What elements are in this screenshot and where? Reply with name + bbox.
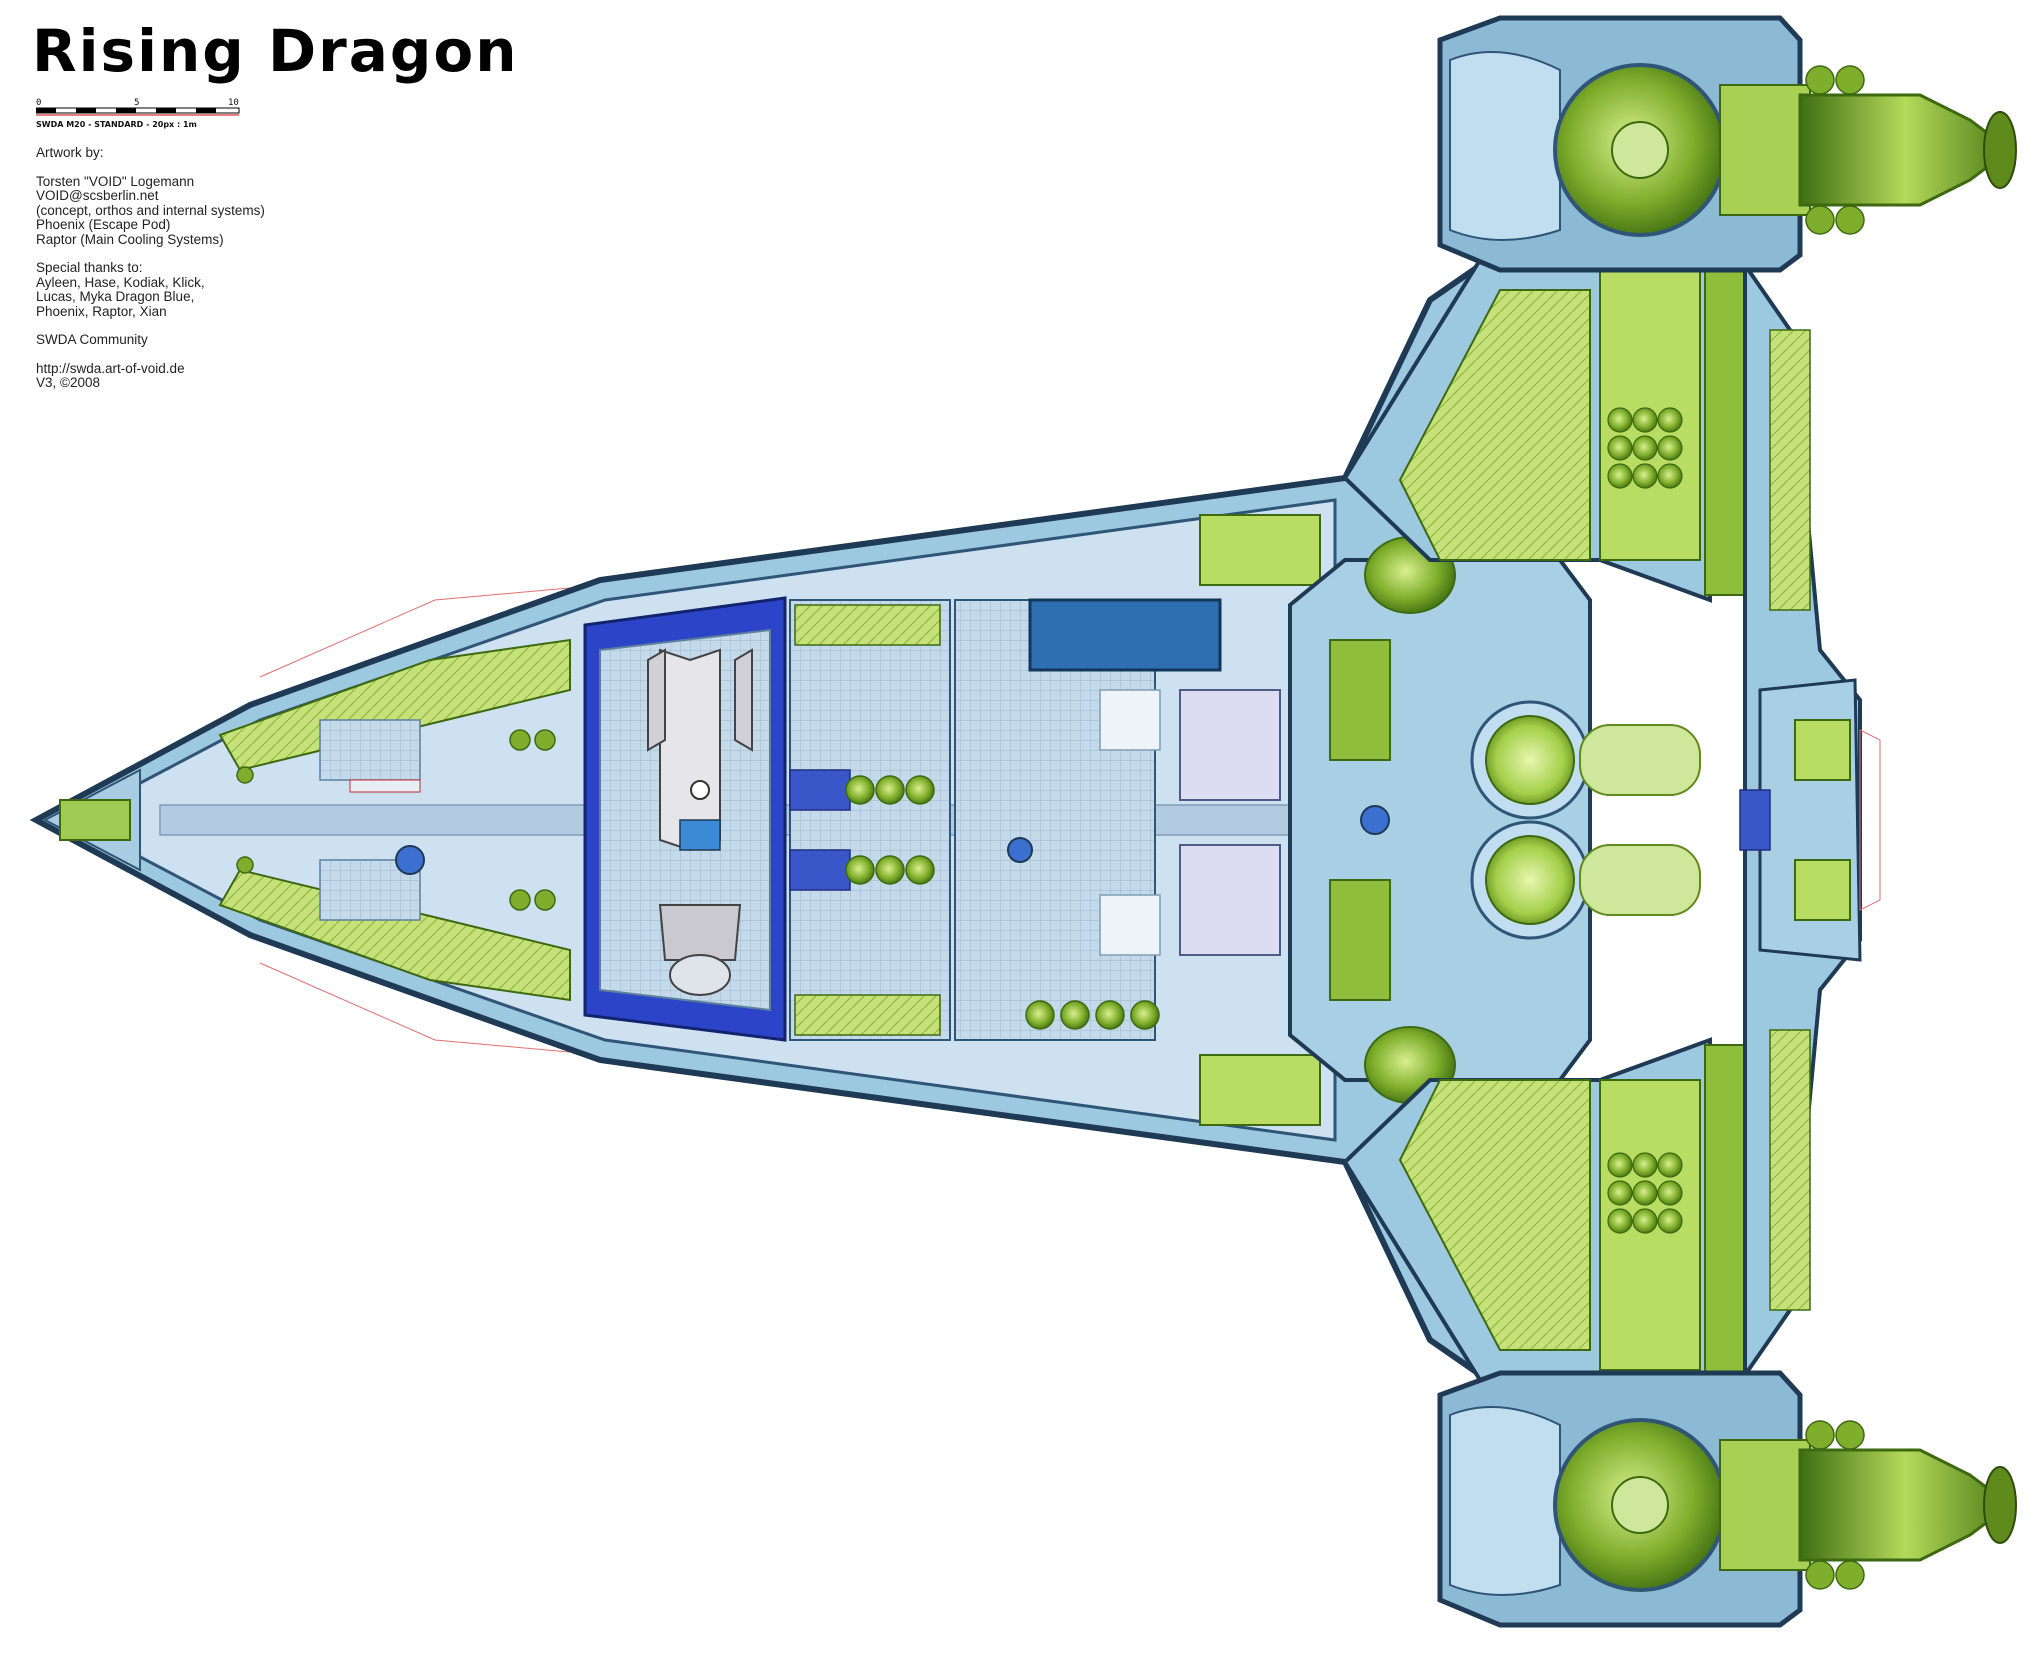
credits-block: Artwork by: Torsten "VOID" Logemann VOID… (36, 145, 265, 391)
website-url: http://swda.art-of-void.de (36, 360, 185, 376)
shuttle-icon (647, 648, 753, 852)
scale-tick-0: 0 (36, 98, 41, 108)
credit-line: VOID@scsberlin.net (36, 188, 159, 203)
pool-area (1028, 598, 1222, 672)
credits-heading: Artwork by: (36, 145, 104, 160)
reactor-icon (1485, 835, 1575, 925)
thanks-heading: Special thanks to: (36, 260, 143, 275)
version-copyright: V3, ©2008 (36, 375, 100, 390)
tank-cluster (1607, 407, 1683, 1234)
credit-line: Raptor (Main Cooling Systems) (36, 231, 224, 247)
credit-line: Torsten "VOID" Logemann (36, 173, 195, 189)
reactor-icon (1485, 715, 1575, 805)
bow-section (42, 638, 571, 1002)
top-engine-nacelle (1437, 15, 2017, 273)
community-credit: SWDA Community (36, 332, 148, 347)
credit-line: Phoenix (Escape Pod) (36, 217, 171, 232)
scale-tick-10: 10 (228, 98, 239, 108)
scale-ruler (36, 107, 240, 114)
upper-wing (1342, 258, 1862, 822)
thruster-icon (1798, 93, 2013, 207)
hangar-bay (583, 596, 787, 1042)
bottom-engine-nacelle (1437, 1370, 2017, 1628)
thruster-icon (1798, 1448, 2013, 1562)
rear-section (1739, 678, 1881, 962)
scale-tick-5: 5 (134, 98, 139, 108)
page-title: Rising Dragon (32, 17, 519, 85)
scale-bar: 0 5 10 SWDA M20 - STANDARD - 20px : 1m (36, 98, 240, 129)
scale-footer: SWDA M20 - STANDARD - 20px : 1m (36, 120, 197, 129)
escape-pod-icon (658, 904, 742, 996)
thanks-line: Ayleen, Hase, Kodiak, Klick, (36, 274, 205, 290)
lower-wing (1342, 818, 1862, 1382)
thanks-line: Lucas, Myka Dragon Blue, (36, 289, 195, 304)
cargo-section (789, 514, 1321, 1126)
reactor-section (1288, 536, 1701, 1104)
thanks-line: Phoenix, Raptor, Xian (36, 303, 167, 319)
credit-line: (concept, orthos and internal systems) (36, 202, 265, 218)
